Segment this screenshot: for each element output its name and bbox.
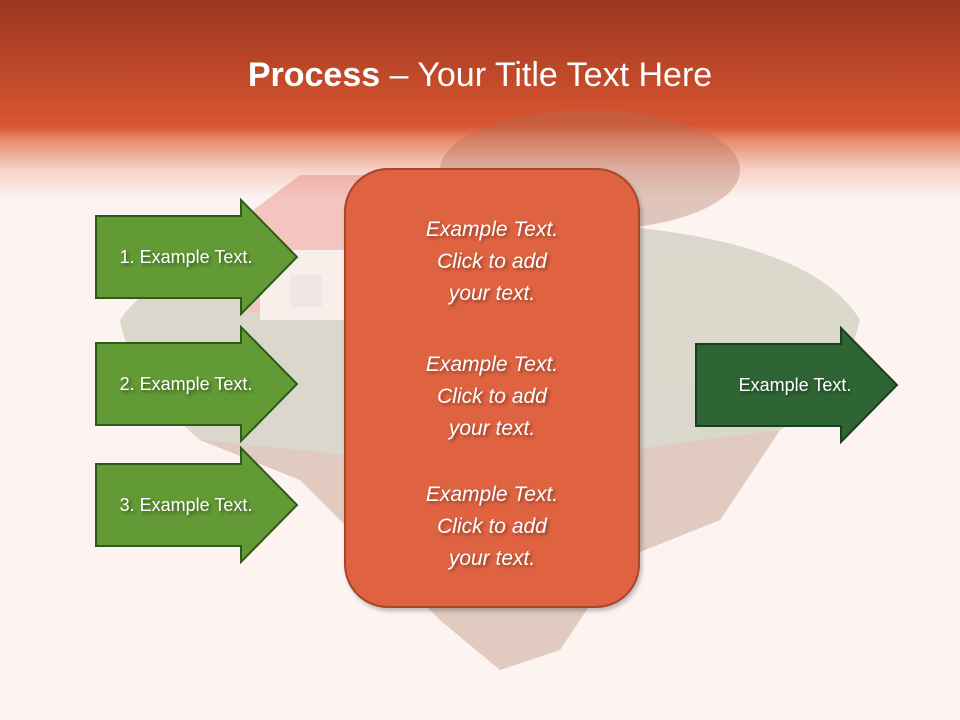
arrow-label: 1. Example Text.: [119, 246, 253, 267]
right-arrow-icon: [695, 326, 899, 444]
arrow-label: 3. Example Text.: [119, 494, 253, 515]
block-line: Click to add: [437, 385, 547, 408]
process-arrow-2[interactable]: 2. Example Text.: [95, 325, 300, 443]
arrow-label: 2. Example Text.: [119, 373, 253, 394]
arrow-label: Example Text.: [738, 374, 852, 395]
result-arrow[interactable]: Example Text.: [695, 326, 900, 444]
right-arrow-icon: [95, 446, 299, 564]
process-arrow-3[interactable]: 3. Example Text.: [95, 446, 300, 564]
block-line: your text.: [448, 282, 536, 305]
process-arrow-1[interactable]: 1. Example Text.: [95, 198, 300, 316]
block-line: Example Text.: [425, 218, 559, 241]
center-text-block-1[interactable]: Example Text. Click to add your text.: [346, 214, 638, 310]
right-arrow-icon: [95, 198, 299, 316]
block-line: Example Text.: [425, 483, 559, 506]
block-line: Click to add: [437, 515, 547, 538]
right-arrow-icon: [95, 325, 299, 443]
slide-title[interactable]: Process – Your Title Text Here: [0, 52, 960, 98]
block-line: your text.: [448, 547, 536, 570]
block-line: your text.: [448, 417, 536, 440]
block-line: Example Text.: [425, 353, 559, 376]
center-text-block-2[interactable]: Example Text. Click to add your text.: [346, 349, 638, 445]
title-rest: – Your Title Text Here: [380, 56, 713, 94]
block-line: Click to add: [437, 250, 547, 273]
center-text-box[interactable]: Example Text. Click to add your text. Ex…: [344, 168, 640, 608]
title-bold: Process: [247, 56, 381, 94]
title-banner: [0, 0, 960, 200]
center-text-block-3[interactable]: Example Text. Click to add your text.: [346, 479, 638, 575]
